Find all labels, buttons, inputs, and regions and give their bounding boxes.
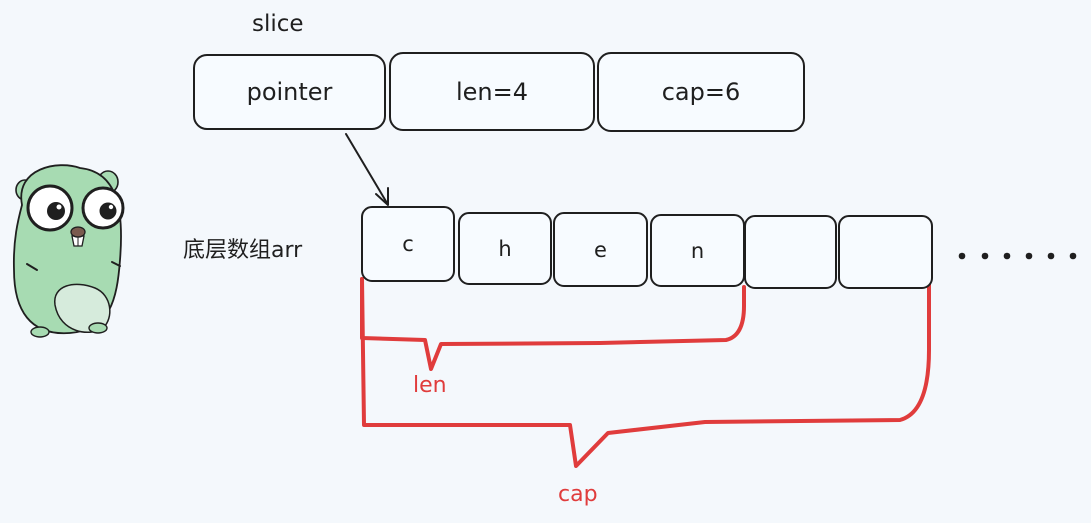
array-cell-empty (744, 215, 837, 289)
array-cell-value: c (402, 232, 414, 256)
array-cell-value: n (690, 238, 705, 263)
len-bracket-label: len (413, 373, 447, 398)
len-bracket (360, 277, 746, 371)
slice-pointer-field: pointer (193, 54, 386, 130)
array-cell: c (361, 206, 455, 282)
cap-bracket-label: cap (558, 482, 598, 507)
slice-len-label: len=4 (455, 77, 529, 106)
slice-title: slice (252, 11, 304, 37)
pointer-arrow-icon (345, 133, 389, 206)
array-cell-value: h (498, 236, 512, 261)
cap-bracket (360, 277, 931, 468)
slice-cap-field: cap=6 (597, 52, 805, 132)
array-cell-empty (838, 215, 933, 289)
slice-cap-label: cap=6 (661, 78, 741, 106)
array-cell: n (650, 214, 745, 287)
gopher-icon (12, 164, 125, 338)
slice-pointer-label: pointer (246, 78, 333, 106)
array-cell: e (553, 212, 648, 287)
array-label: 底层数组arr (183, 238, 303, 263)
array-cell-value: e (594, 237, 607, 262)
array-cell: h (458, 212, 552, 285)
ellipsis-dots-icon (958, 252, 1077, 260)
slice-len-field: len=4 (389, 52, 595, 131)
